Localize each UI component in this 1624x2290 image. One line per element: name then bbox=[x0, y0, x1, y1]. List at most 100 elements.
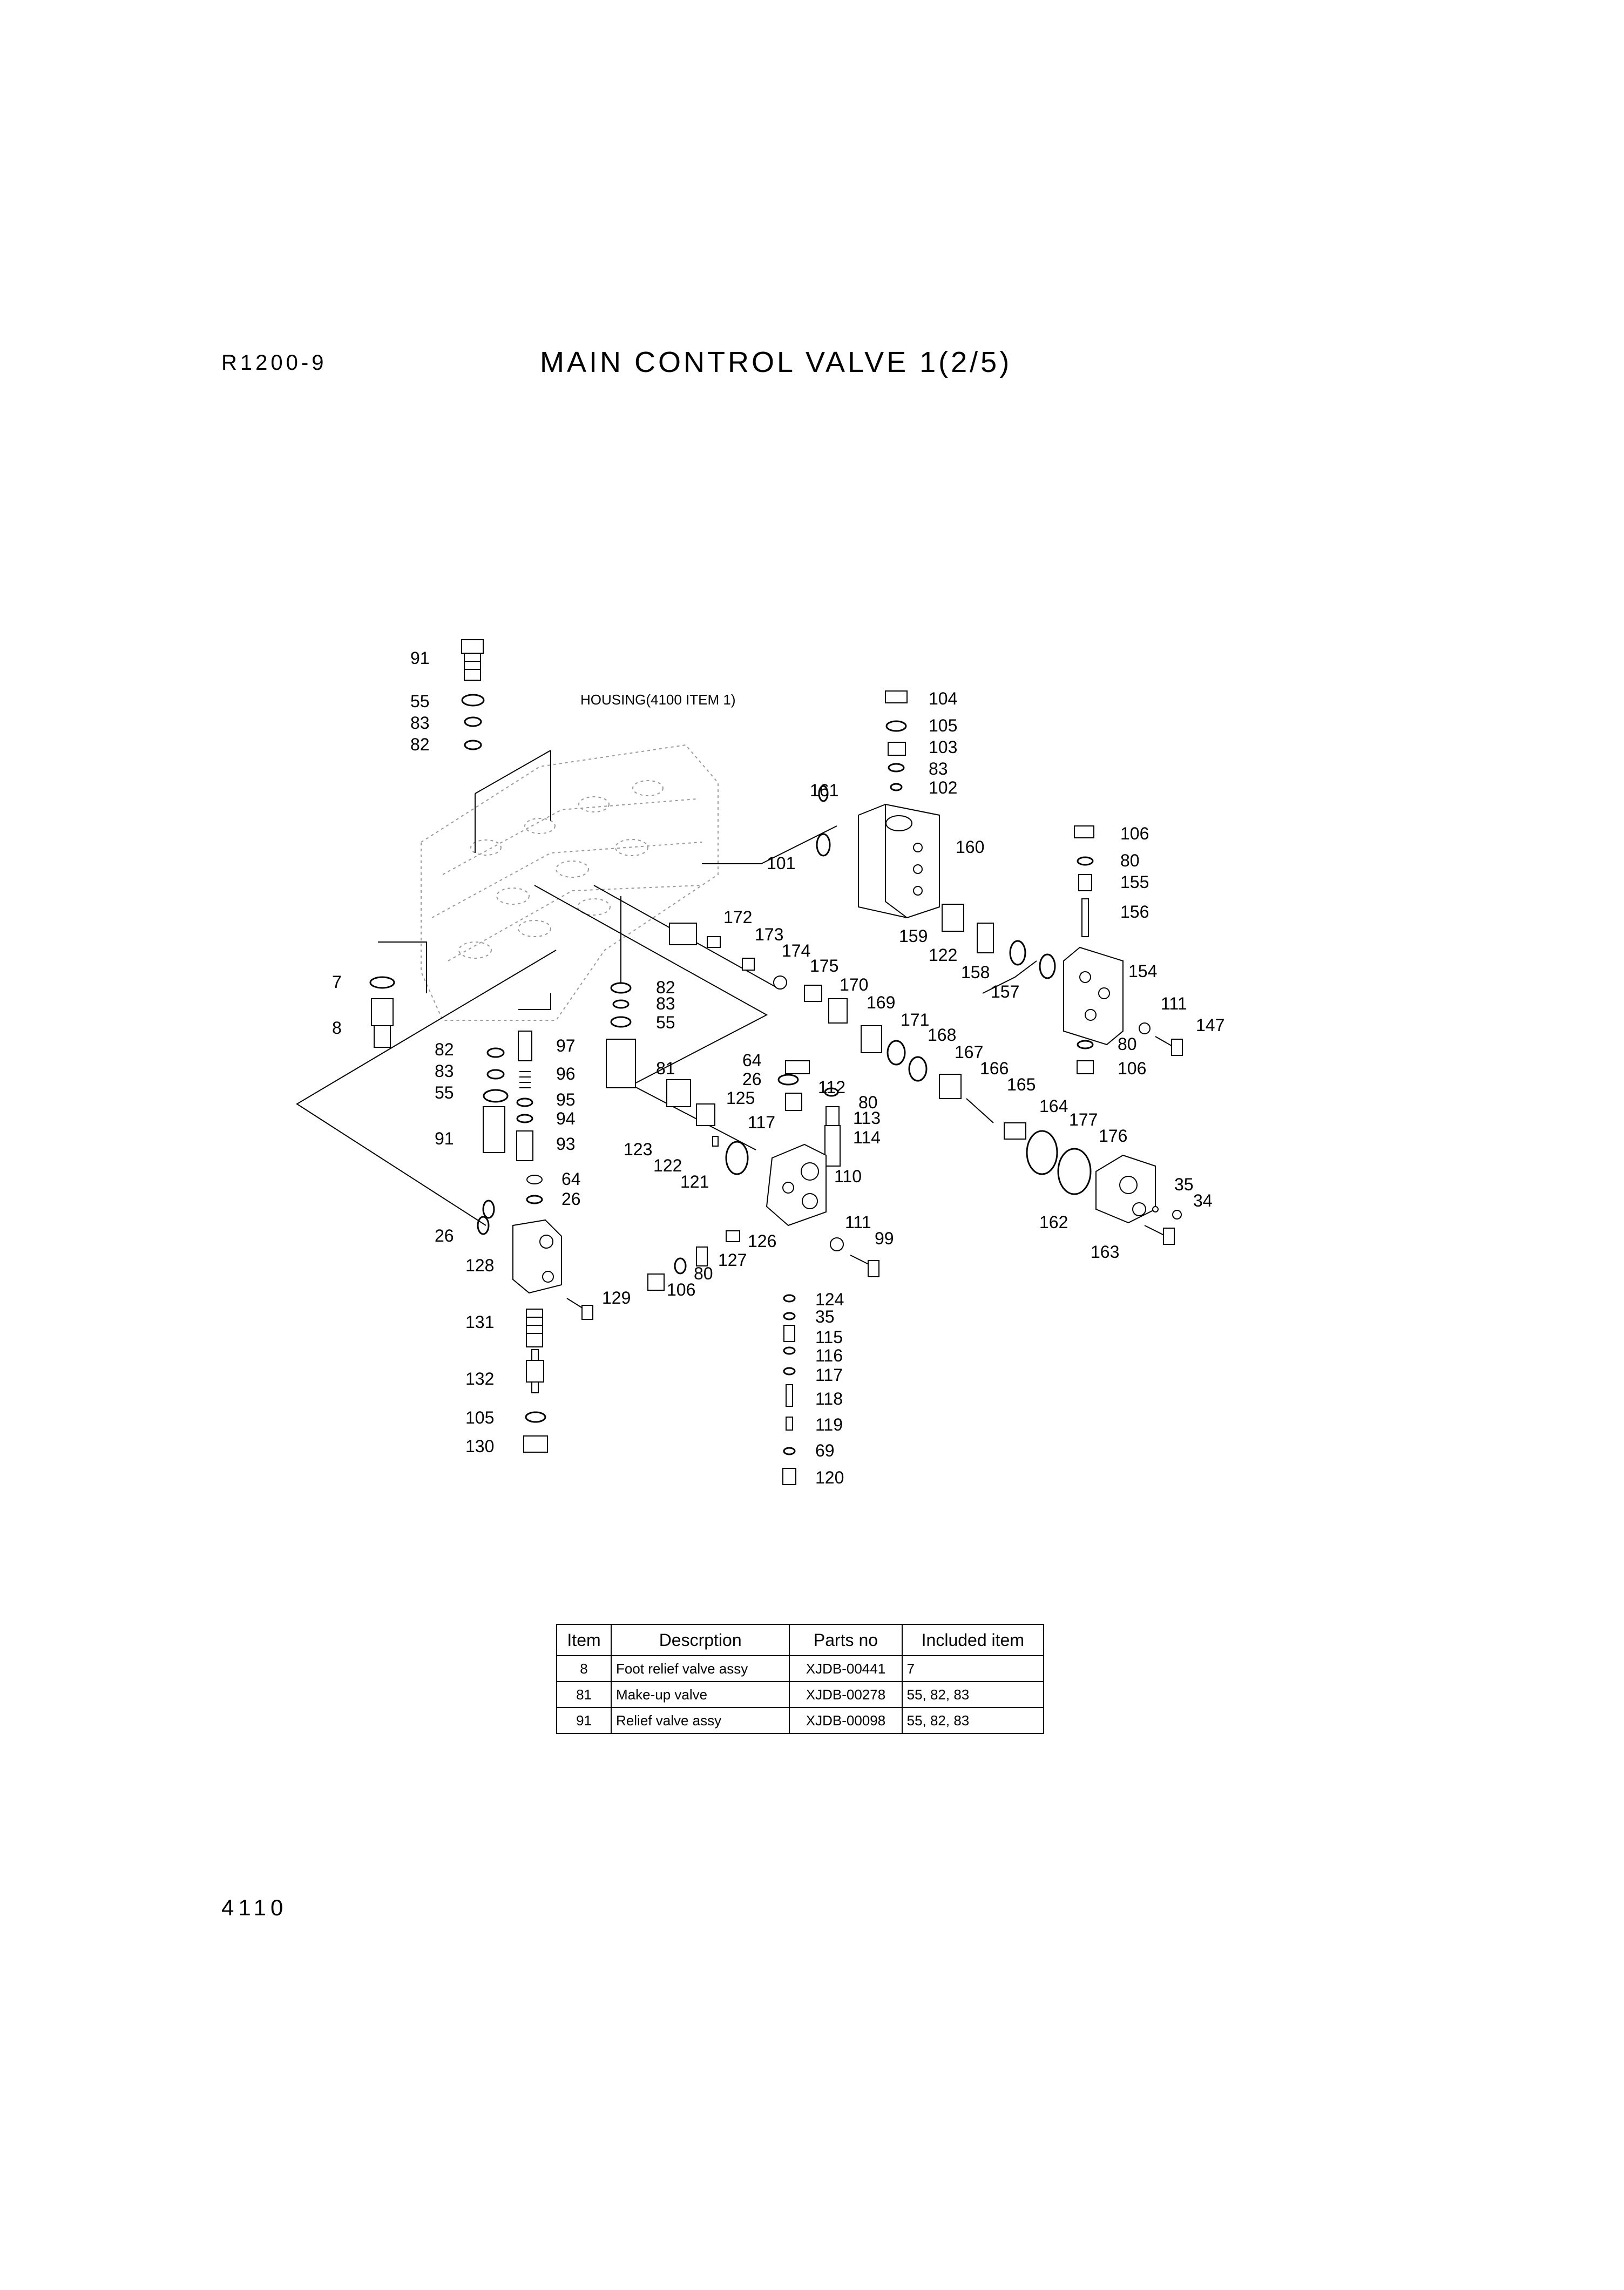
callout: 64 bbox=[742, 1051, 762, 1070]
callout: 102 bbox=[929, 778, 957, 797]
callout: 111 bbox=[845, 1212, 871, 1232]
callout: 120 bbox=[815, 1468, 844, 1487]
callout: 125 bbox=[726, 1088, 755, 1108]
callout: 8 bbox=[332, 1018, 342, 1038]
callout: 101 bbox=[767, 853, 795, 873]
callout: 166 bbox=[980, 1059, 1009, 1078]
callout: 117 bbox=[748, 1113, 775, 1132]
callout: 26 bbox=[435, 1226, 454, 1245]
column-header: Included item bbox=[901, 1624, 1045, 1656]
housing-outline bbox=[421, 744, 719, 1021]
callout: 164 bbox=[1039, 1096, 1068, 1116]
right-block-160 bbox=[816, 690, 1056, 979]
table-row: 81 Make-up valve XJDB-00278 55, 82, 83 bbox=[556, 1681, 1045, 1708]
callout: 116 bbox=[815, 1346, 843, 1365]
table-cell: 91 bbox=[556, 1707, 612, 1734]
callout: 34 bbox=[1193, 1191, 1213, 1210]
callout: 112 bbox=[818, 1078, 845, 1097]
callout: 83 bbox=[435, 1061, 454, 1081]
table-header-row: Item Descrption Parts no Included item bbox=[556, 1624, 1045, 1656]
callout: 115 bbox=[815, 1327, 843, 1347]
callout: 106 bbox=[667, 1280, 695, 1299]
callout: 55 bbox=[435, 1083, 454, 1102]
table-row: 91 Relief valve assy XJDB-00098 55, 82, … bbox=[556, 1707, 1045, 1734]
table-cell: 7 bbox=[901, 1655, 1045, 1682]
callout: 94 bbox=[556, 1109, 576, 1128]
callout: 130 bbox=[465, 1437, 494, 1456]
callout: 127 bbox=[718, 1250, 747, 1270]
callout: 113 bbox=[853, 1108, 881, 1128]
callout: 80 bbox=[694, 1264, 713, 1283]
callout: 147 bbox=[1196, 1015, 1224, 1035]
callout: 167 bbox=[955, 1042, 983, 1062]
callout: 83 bbox=[410, 713, 430, 733]
lower-left-valve-128 bbox=[477, 1175, 593, 1453]
callout: 82 bbox=[656, 978, 675, 997]
callout: 118 bbox=[815, 1389, 843, 1408]
callout: 123 bbox=[624, 1140, 652, 1159]
callout: 170 bbox=[840, 975, 868, 994]
column-header: Item bbox=[556, 1624, 612, 1656]
callout: 91 bbox=[410, 648, 430, 668]
right-block-154 bbox=[1063, 825, 1183, 1074]
callout: 80 bbox=[858, 1093, 878, 1112]
table-cell: 8 bbox=[556, 1655, 612, 1682]
callout: 122 bbox=[653, 1156, 682, 1175]
callout: 173 bbox=[755, 925, 783, 944]
callout: 175 bbox=[810, 956, 838, 975]
callout: 95 bbox=[556, 1090, 576, 1109]
callout: 99 bbox=[875, 1229, 894, 1248]
callout: 103 bbox=[929, 737, 957, 757]
callout: 128 bbox=[465, 1256, 494, 1275]
callout: 160 bbox=[956, 837, 984, 857]
callout: 154 bbox=[1128, 961, 1157, 981]
callout: 172 bbox=[723, 907, 752, 927]
callout: 174 bbox=[782, 941, 810, 960]
callout: 7 bbox=[332, 972, 342, 992]
callout: 168 bbox=[928, 1025, 956, 1045]
makeup-valve-81 bbox=[606, 982, 636, 1088]
callout: 165 bbox=[1007, 1075, 1036, 1094]
callout: 119 bbox=[815, 1415, 843, 1434]
foot-relief-valve-8 bbox=[369, 976, 395, 1048]
callout: 83 bbox=[656, 994, 675, 1013]
callout: 162 bbox=[1039, 1212, 1068, 1232]
callout: 158 bbox=[961, 963, 990, 982]
callout: 159 bbox=[899, 926, 928, 946]
callout: 163 bbox=[1091, 1242, 1119, 1262]
callout: 80 bbox=[1118, 1034, 1137, 1054]
callout: 124 bbox=[815, 1290, 844, 1309]
table-row: 8 Foot relief valve assy XJDB-00441 7 bbox=[556, 1655, 1045, 1682]
callout: 114 bbox=[853, 1128, 881, 1147]
table-cell: 81 bbox=[556, 1681, 612, 1708]
callout: 105 bbox=[929, 716, 957, 735]
callout: 131 bbox=[465, 1312, 494, 1332]
callout: 106 bbox=[1118, 1059, 1146, 1078]
center-valve-110 bbox=[647, 923, 1092, 1485]
callout: 69 bbox=[815, 1441, 835, 1460]
callout: 96 bbox=[556, 1064, 576, 1083]
callout: 157 bbox=[991, 982, 1019, 1001]
page-title: MAIN CONTROL VALVE 1(2/5) bbox=[540, 346, 1012, 378]
callout: 26 bbox=[742, 1069, 762, 1089]
callout: 132 bbox=[465, 1369, 494, 1388]
callout: 129 bbox=[602, 1288, 631, 1307]
housing-label: HOUSING(4100 ITEM 1) bbox=[580, 692, 736, 708]
callout: 122 bbox=[929, 945, 957, 965]
callout: 169 bbox=[867, 993, 895, 1012]
callout: 117 bbox=[815, 1365, 843, 1385]
callout: 35 bbox=[815, 1307, 835, 1326]
callout: 155 bbox=[1120, 872, 1149, 892]
callout: 126 bbox=[748, 1231, 776, 1251]
relief-valve-91-top bbox=[461, 639, 484, 681]
parts-table: Item Descrption Parts no Included item 8… bbox=[556, 1624, 1045, 1734]
table-cell: XJDB-00278 bbox=[789, 1681, 903, 1708]
callout: 82 bbox=[435, 1040, 454, 1059]
callout: 111 bbox=[1161, 994, 1187, 1013]
callout: 64 bbox=[561, 1169, 581, 1189]
callout: 121 bbox=[680, 1172, 709, 1191]
table-cell: Make-up valve bbox=[611, 1681, 790, 1708]
callout: 81 bbox=[656, 1059, 675, 1078]
callout: 161 bbox=[810, 781, 838, 800]
